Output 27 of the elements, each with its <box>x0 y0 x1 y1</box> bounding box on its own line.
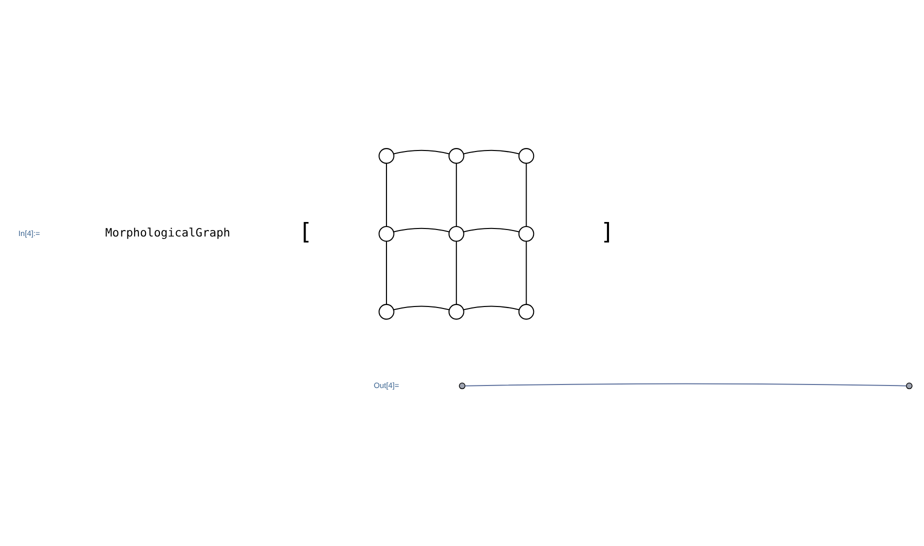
connector <box>386 163 387 226</box>
node-circle <box>906 382 912 390</box>
node-circle <box>448 304 464 320</box>
connector <box>526 241 527 304</box>
connector <box>463 150 520 154</box>
connector <box>393 306 450 310</box>
node-circle <box>378 226 394 242</box>
label: ] <box>602 220 611 246</box>
connector <box>463 228 520 232</box>
node-circle <box>518 148 534 164</box>
node-circle <box>518 226 534 242</box>
node-circle <box>378 304 394 320</box>
node-circle <box>448 226 464 242</box>
connector <box>393 150 450 154</box>
node-circle <box>378 148 394 164</box>
label: MorphologicalGraph <box>105 226 230 240</box>
connector <box>526 163 527 226</box>
label: [ <box>302 220 311 246</box>
connector <box>386 241 387 304</box>
connector <box>463 306 520 310</box>
node-circle <box>518 304 534 320</box>
connector <box>465 383 906 386</box>
connector <box>393 228 450 232</box>
node-circle <box>448 148 464 164</box>
node-circle <box>458 382 466 390</box>
connector <box>456 163 457 226</box>
connector <box>456 241 457 304</box>
